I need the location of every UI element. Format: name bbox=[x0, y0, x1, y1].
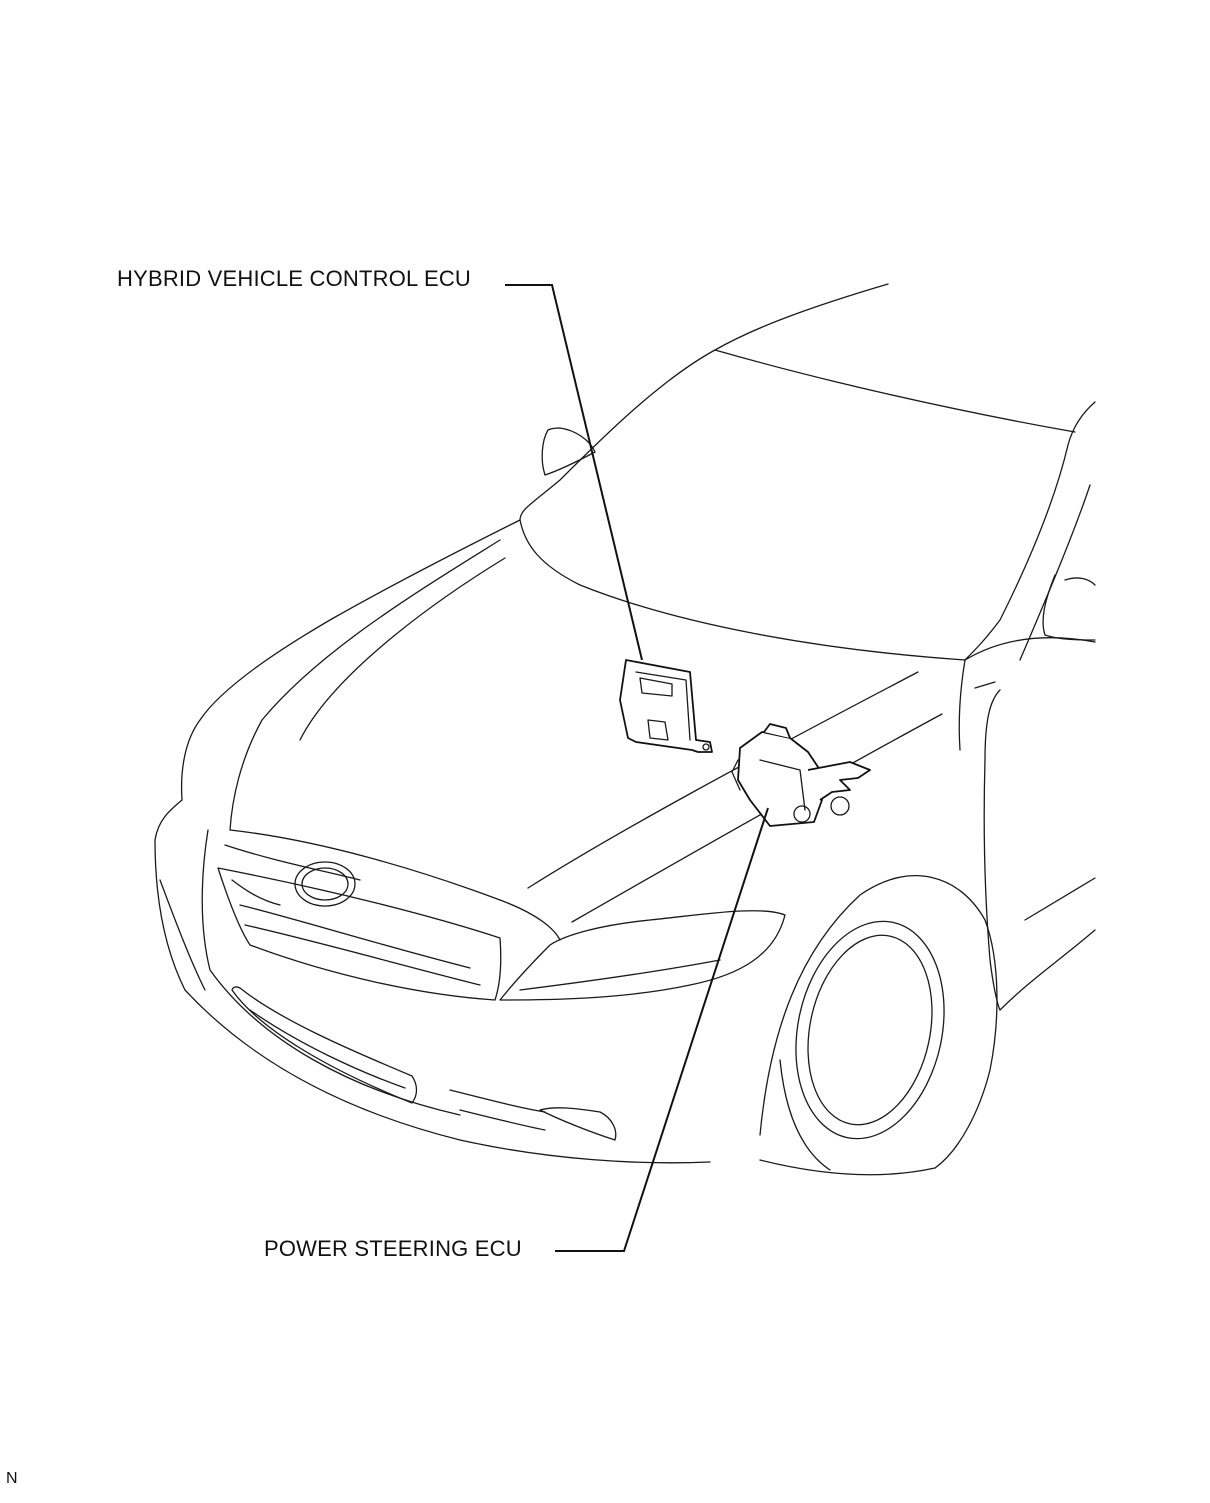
leader-power-steering-ecu bbox=[555, 807, 769, 1252]
label-hybrid-vehicle-control-ecu: HYBRID VEHICLE CONTROL ECU bbox=[117, 266, 471, 291]
leader-hybrid-ecu bbox=[505, 284, 643, 661]
label-power-steering-ecu: POWER STEERING ECU bbox=[264, 1236, 522, 1261]
figure-code: N bbox=[6, 1470, 18, 1487]
power-steering-ecu-part bbox=[731, 723, 871, 827]
hybrid-vehicle-control-ecu-part bbox=[619, 659, 713, 753]
leader-lines bbox=[505, 284, 769, 1252]
car-body-outline bbox=[154, 283, 1096, 1176]
